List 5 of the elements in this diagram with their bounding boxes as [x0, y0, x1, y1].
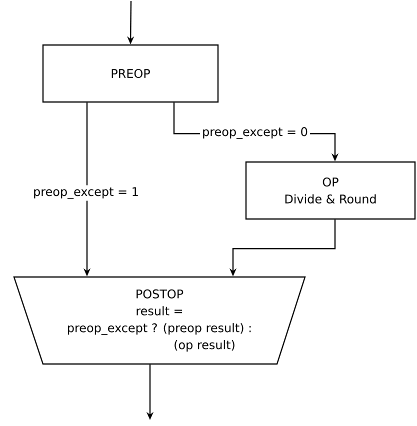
edge-label: preop_except = 1	[31, 185, 141, 201]
edge-label: preop_except = 0	[200, 125, 310, 141]
process-box: PREOP	[42, 44, 219, 103]
process-box: OP Divide & Round	[245, 161, 416, 220]
trapezoid-box: POSTOP result = preop_except ? (preop result) : (op result)	[13, 276, 306, 365]
